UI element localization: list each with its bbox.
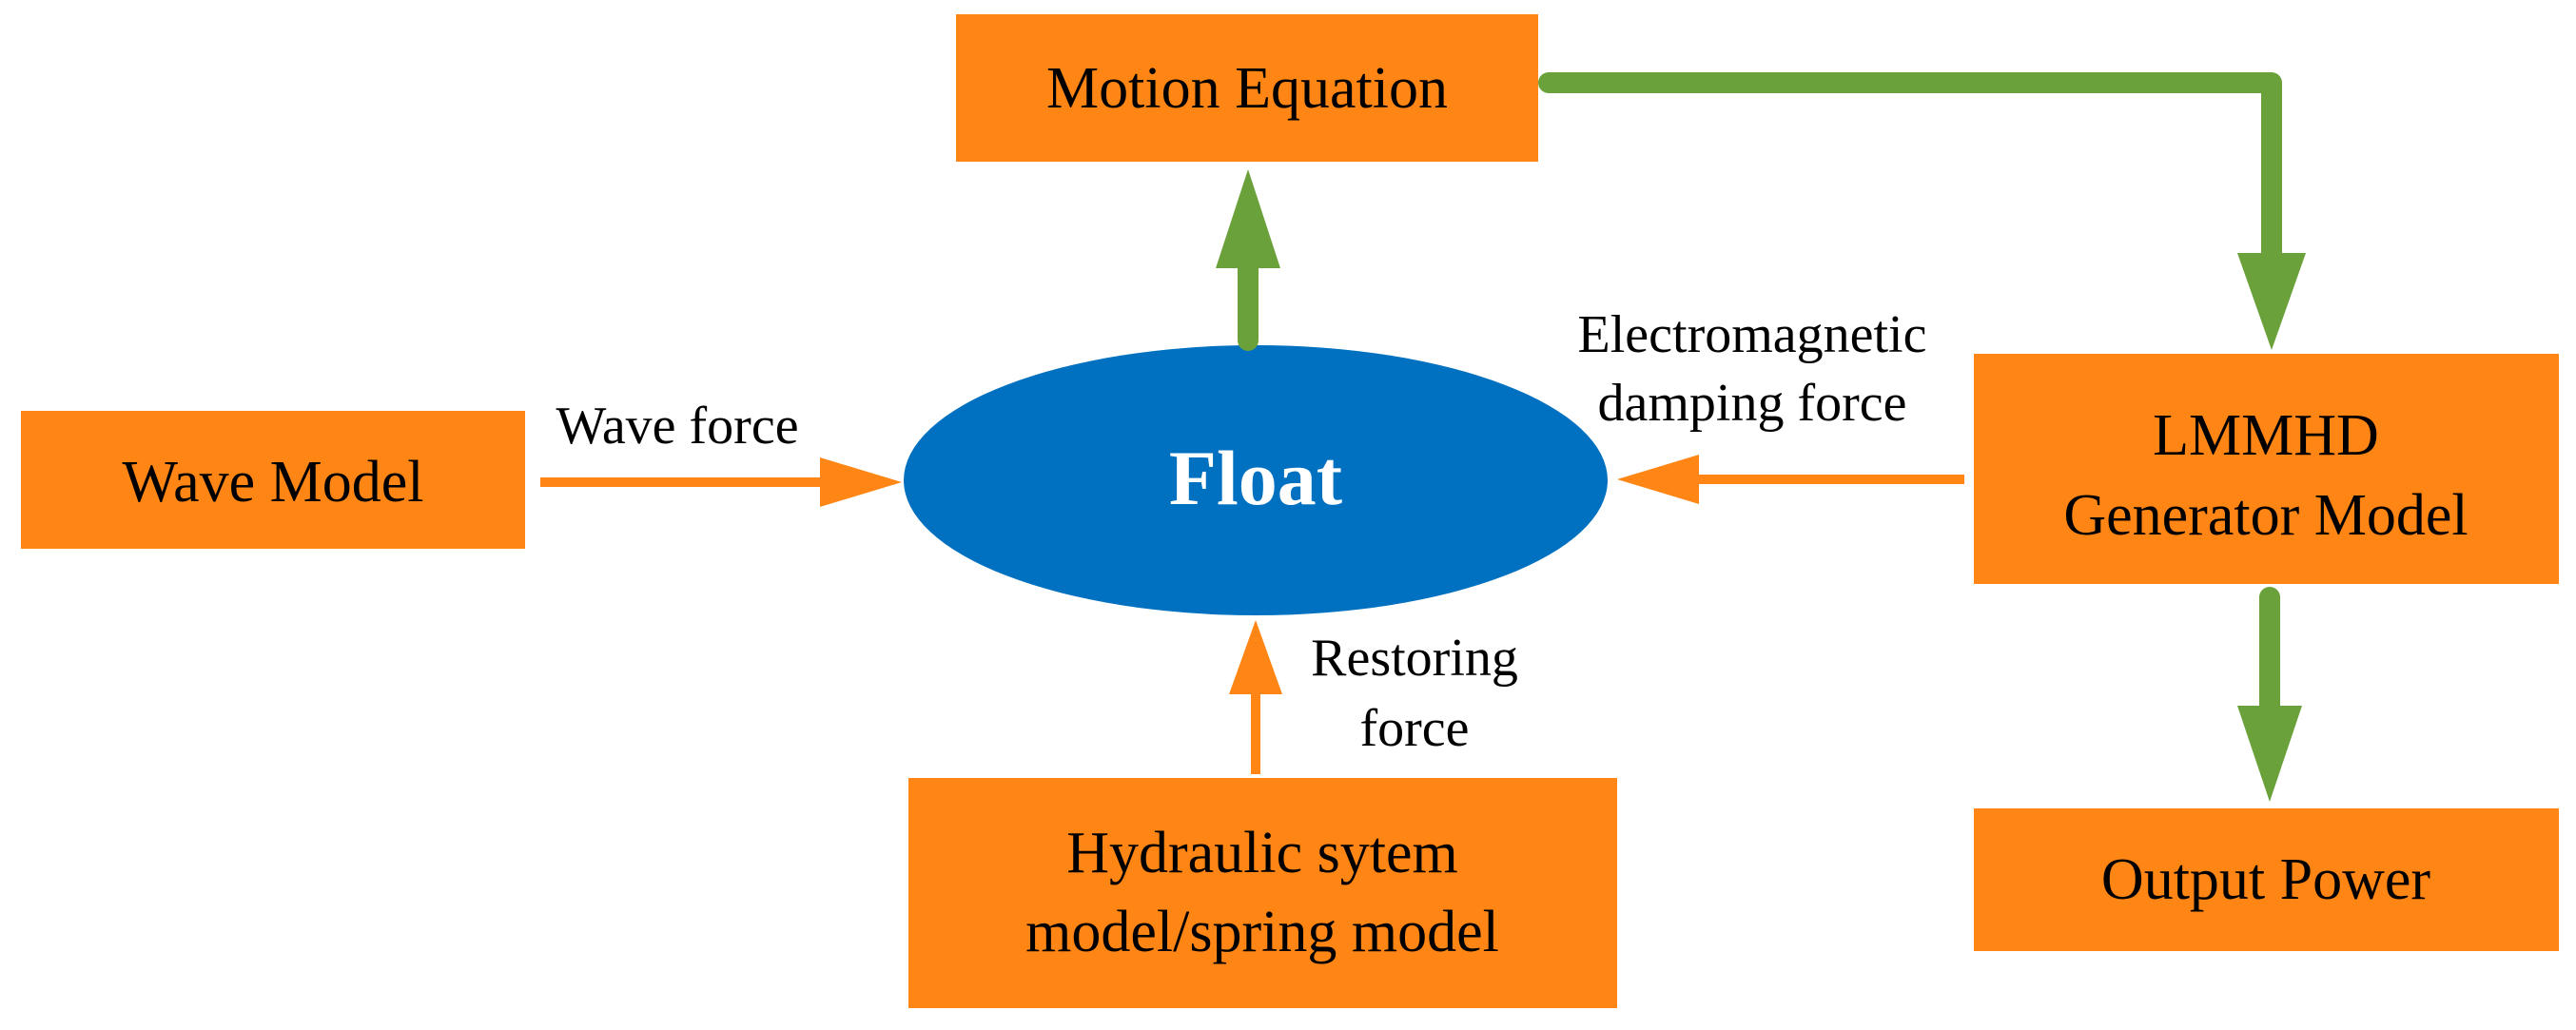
restoring-label-line1: Restoring — [1311, 629, 1518, 688]
em-damping-force-arrow — [1617, 455, 1964, 504]
float-to-motion-arrow — [1216, 169, 1280, 351]
generator-label-line1: LMMHD — [2153, 403, 2379, 468]
hydraulic-model-box — [908, 778, 1617, 1008]
motion-equation-box — [956, 14, 1538, 162]
generator-to-output-arrow — [2237, 587, 2302, 802]
em-damping-label-line1: Electromagnetic — [1578, 305, 1927, 364]
motion-to-generator-arrow — [1538, 72, 2306, 350]
float-label: Float — [1169, 435, 1342, 521]
wave-force-arrow — [540, 457, 902, 507]
output-power-label: Output Power — [2101, 847, 2431, 912]
restoring-force-arrow — [1229, 620, 1282, 774]
float-ellipse — [904, 345, 1608, 615]
restoring-label-line2: force — [1359, 699, 1469, 758]
em-damping-label-line2: damping force — [1598, 374, 1907, 433]
motion-equation-label: Motion Equation — [1046, 56, 1448, 121]
hydraulic-label-line1: Hydraulic sytem — [1066, 821, 1458, 885]
output-power-box — [1974, 808, 2559, 951]
hydraulic-label-line2: model/spring model — [1025, 900, 1499, 964]
wave-force-label: Wave force — [556, 397, 798, 456]
wave-model-box — [21, 411, 525, 549]
wave-model-label: Wave Model — [123, 450, 424, 515]
generator-label-line2: Generator Model — [2063, 483, 2468, 548]
generator-model-box — [1974, 354, 2559, 584]
